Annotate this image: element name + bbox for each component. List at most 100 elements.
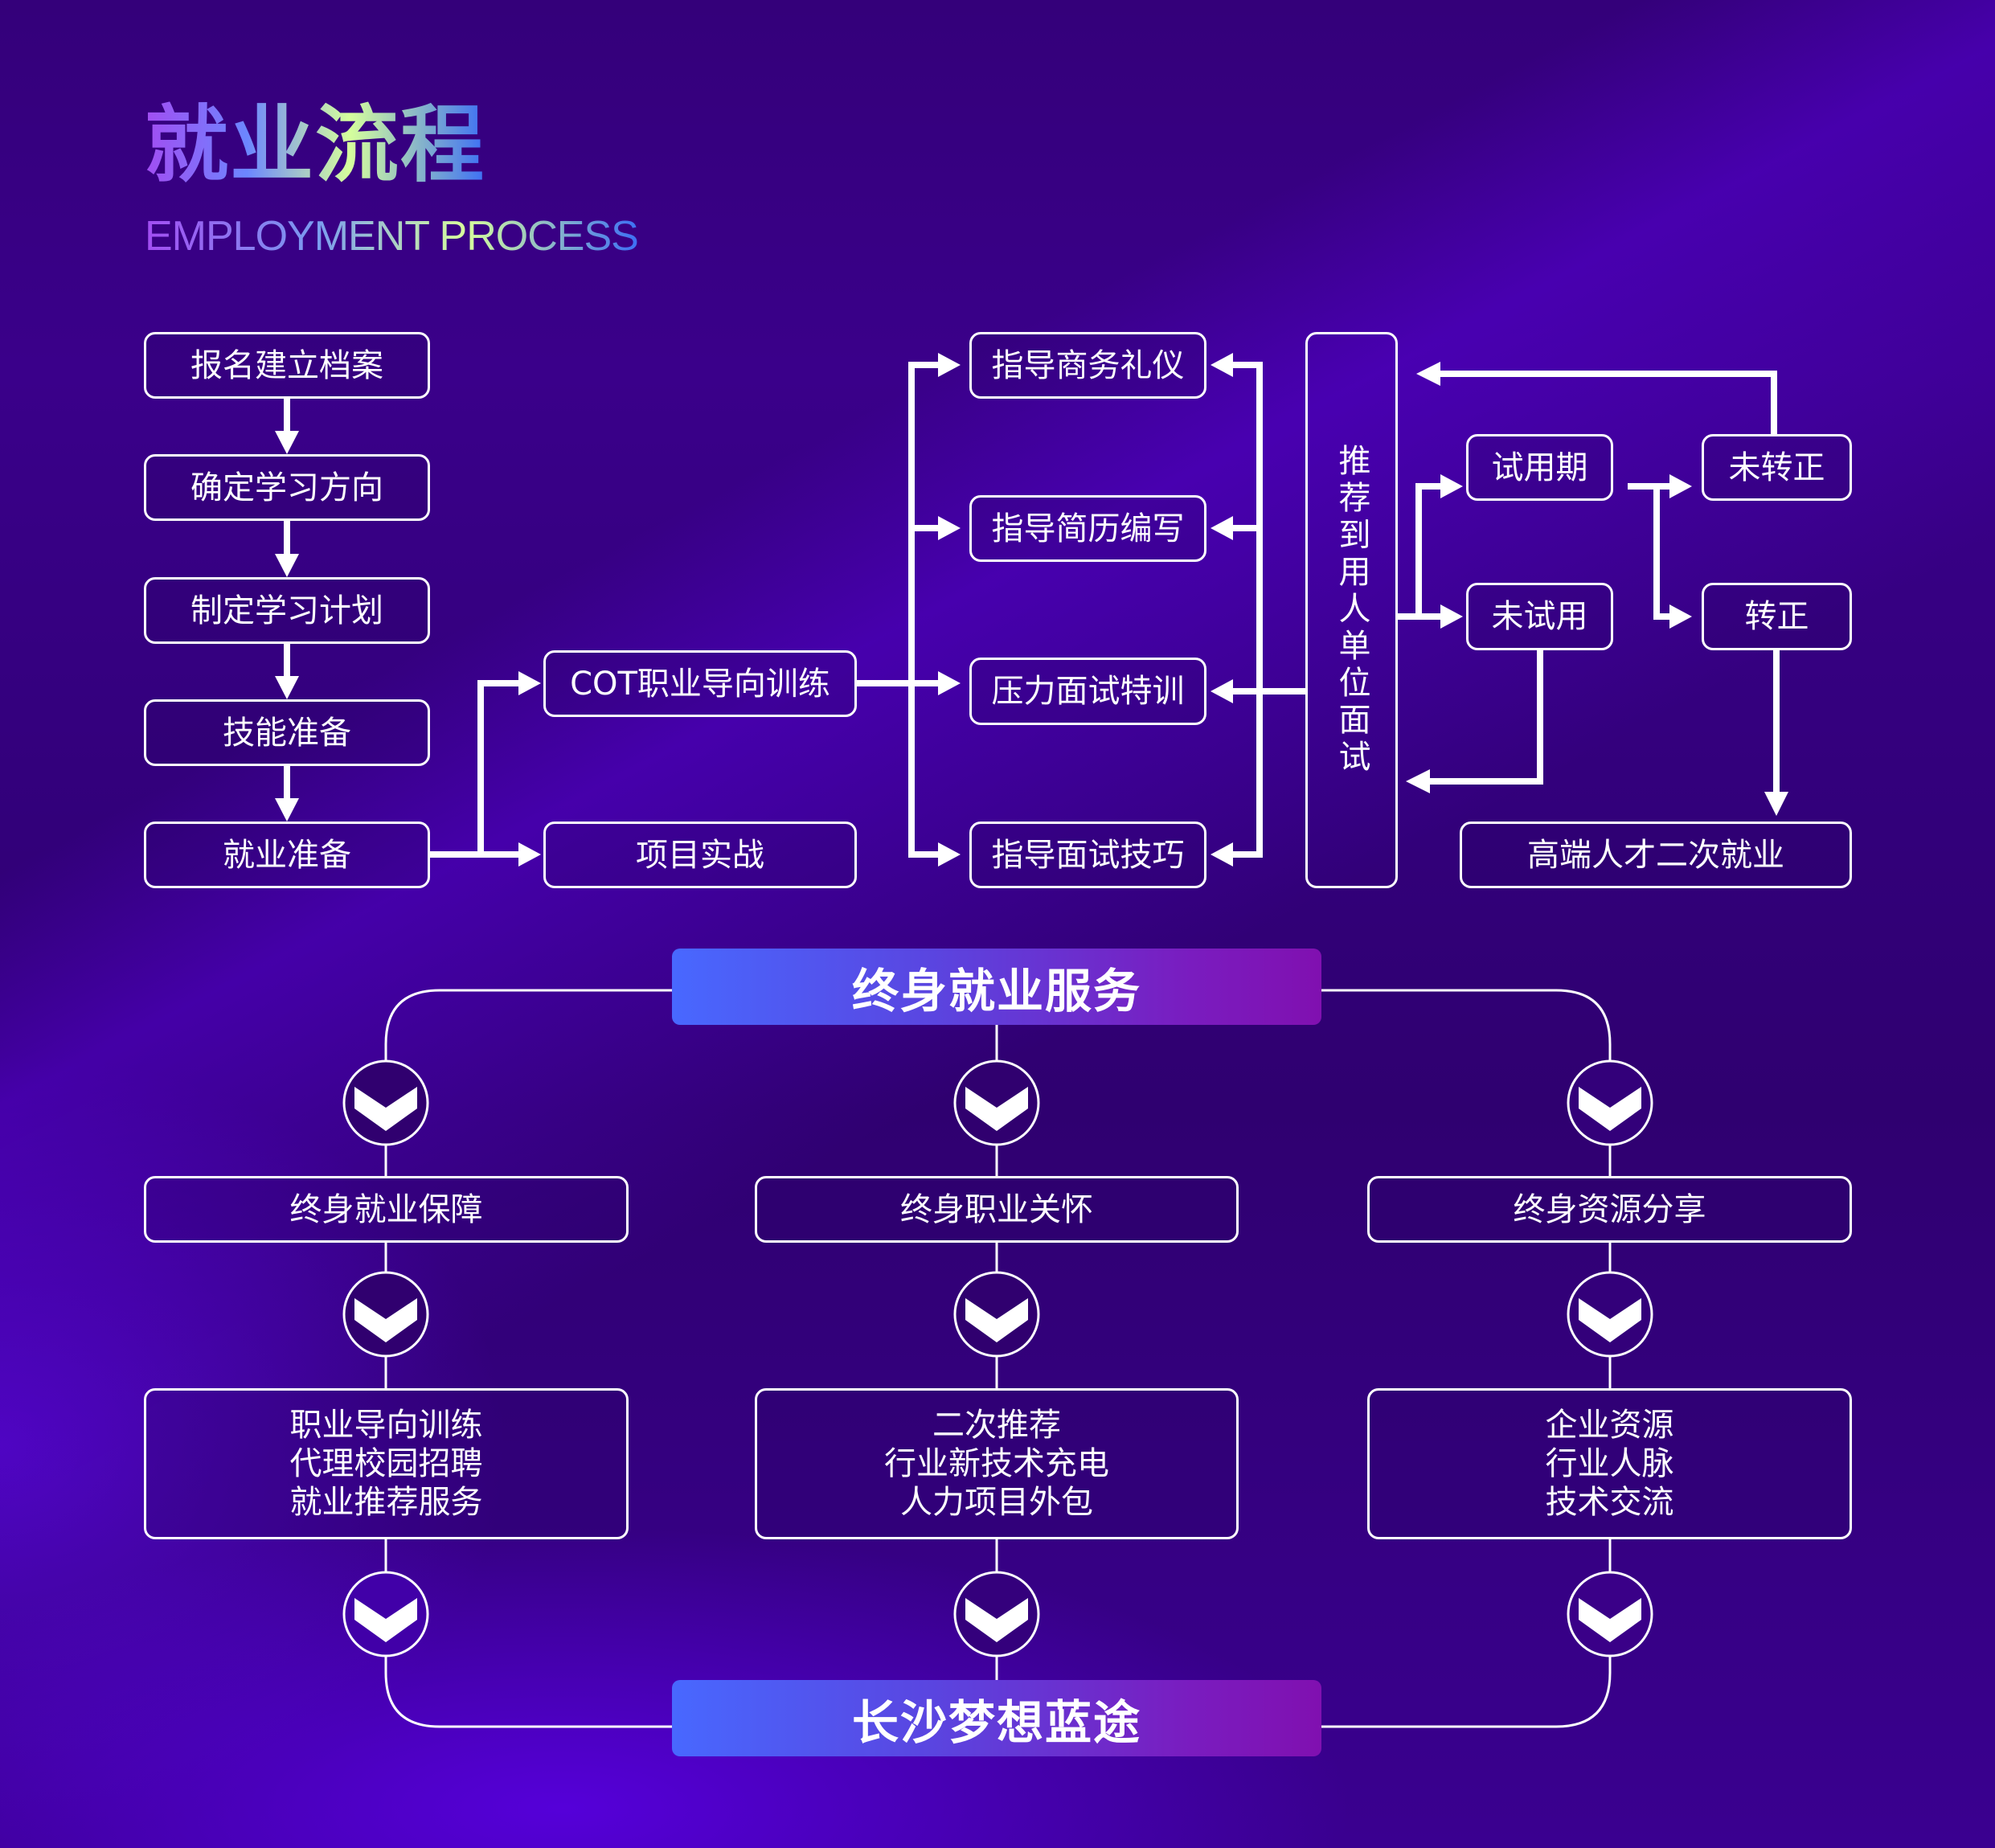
coaching-label: 指导简历编写 xyxy=(991,510,1185,547)
coaching-label: 指导商务礼仪 xyxy=(991,346,1185,384)
service-item: 技术交流 xyxy=(1545,1484,1674,1521)
chevron-down-icon xyxy=(342,1059,429,1146)
step-box-plan: 制定学习计划 xyxy=(144,577,430,644)
arrowhead-down xyxy=(275,554,299,577)
arrowhead-left xyxy=(1211,353,1233,377)
arrowhead-right xyxy=(1440,604,1463,629)
loop-bottom-left xyxy=(384,1656,672,1728)
service-item: 人力项目外包 xyxy=(900,1484,1093,1521)
chevron-down-icon xyxy=(342,1271,429,1358)
reemployment-label: 高端人才二次就业 xyxy=(1527,836,1784,874)
step-label: 报名建立档案 xyxy=(190,346,383,384)
chevron-down-icon xyxy=(953,1271,1040,1358)
service-item: 代理校园招聘 xyxy=(289,1445,483,1482)
chevron-down-icon xyxy=(953,1059,1040,1146)
step-box-employment-prep: 就业准备 xyxy=(144,822,430,888)
step-box-skills: 技能准备 xyxy=(144,699,430,766)
connector-line xyxy=(1427,650,1543,785)
trial-label: 试用期 xyxy=(1491,449,1588,486)
top-banner-label: 终身就业服务 xyxy=(851,963,1141,1018)
coaching-box-etiquette: 指导商务礼仪 xyxy=(969,332,1206,399)
arrowhead-down xyxy=(1764,792,1788,816)
interview-box: 推荐到用人单位面试 xyxy=(1305,332,1398,888)
flow-arrows-group xyxy=(284,362,1780,858)
service-item: 就业推荐服务 xyxy=(289,1484,483,1521)
coaching-box-interview-skills: 指导面试技巧 xyxy=(969,822,1206,888)
arrowhead-down xyxy=(275,431,299,454)
service-item: 二次推荐 xyxy=(932,1407,1061,1444)
arrowhead-left xyxy=(1211,842,1233,867)
training-box-cot: COT职业导向训练 xyxy=(543,650,857,717)
chevron-circles-group xyxy=(342,1059,1653,1657)
step-label: 制定学习计划 xyxy=(190,592,383,629)
connector-line xyxy=(1415,483,1445,620)
service-column-title: 终身职业关怀 xyxy=(755,1176,1239,1243)
arrowhead-left xyxy=(1416,362,1440,386)
coaching-box-resume: 指导简历编写 xyxy=(969,495,1206,562)
service-column-title: 终身资源分享 xyxy=(1367,1176,1852,1243)
service-column-title: 终身就业保障 xyxy=(144,1176,629,1243)
training-box-project: 项目实战 xyxy=(543,822,857,888)
bottom-banner: 长沙梦想蓝途 xyxy=(672,1680,1321,1756)
service-item: 职业导向训练 xyxy=(289,1407,483,1444)
service-items-box: 职业导向训练 代理校园招聘 就业推荐服务 xyxy=(144,1388,629,1539)
connector-line xyxy=(1653,486,1672,620)
training-label: 项目实战 xyxy=(636,836,764,874)
trial-box: 试用期 xyxy=(1466,434,1613,501)
arrowhead-left xyxy=(1211,516,1233,540)
step-box-register: 报名建立档案 xyxy=(144,332,430,399)
chevron-down-icon xyxy=(1567,1059,1653,1146)
loop-top-right xyxy=(1321,989,1612,1061)
loop-top-left xyxy=(384,989,672,1061)
arrowhead-down xyxy=(275,798,299,822)
training-label: COT职业导向训练 xyxy=(570,665,830,703)
loop-bottom-right xyxy=(1321,1656,1612,1728)
service-title-label: 终身资源分享 xyxy=(1513,1190,1706,1228)
no-trial-box: 未试用 xyxy=(1466,583,1613,650)
reemployment-box: 高端人才二次就业 xyxy=(1460,822,1852,888)
regular-box: 转正 xyxy=(1702,583,1852,650)
connector-line xyxy=(477,680,522,858)
arrowhead-right xyxy=(1669,604,1692,629)
service-item: 行业新技术充电 xyxy=(884,1445,1109,1482)
no-trial-label: 未试用 xyxy=(1491,598,1588,635)
step-label: 确定学习方向 xyxy=(190,469,383,506)
chevron-down-icon xyxy=(342,1571,429,1657)
page-subtitle: EMPLOYMENT PROCESS xyxy=(145,213,639,260)
page-title: 就业流程 xyxy=(145,96,486,194)
not-regular-label: 未转正 xyxy=(1728,449,1825,486)
interview-label: 推荐到用人单位面试 xyxy=(1333,444,1370,776)
arrowhead-right xyxy=(1669,474,1692,498)
coaching-label: 压力面试特训 xyxy=(991,673,1185,710)
connector-line xyxy=(1227,362,1263,858)
chevron-down-icon xyxy=(953,1571,1040,1657)
service-loop-group xyxy=(384,989,1612,1728)
arrowhead-right xyxy=(518,671,541,695)
service-title-label: 终身职业关怀 xyxy=(900,1190,1093,1228)
coaching-label: 指导面试技巧 xyxy=(991,836,1185,874)
connector-line xyxy=(1437,371,1777,434)
arrowhead-left xyxy=(1211,679,1233,703)
service-item: 行业人脉 xyxy=(1545,1445,1674,1482)
bottom-banner-label: 长沙梦想蓝途 xyxy=(851,1694,1141,1750)
arrowhead-right xyxy=(938,842,961,867)
step-label: 就业准备 xyxy=(223,836,351,874)
service-item: 企业资源 xyxy=(1545,1407,1674,1444)
chevron-down-icon xyxy=(1567,1271,1653,1358)
step-label: 技能准备 xyxy=(223,714,351,752)
service-items-box: 二次推荐 行业新技术充电 人力项目外包 xyxy=(755,1388,1239,1539)
regular-label: 转正 xyxy=(1744,598,1809,635)
arrowhead-right xyxy=(938,516,961,540)
arrowhead-right xyxy=(938,671,961,695)
arrowheads-group xyxy=(275,353,1788,867)
top-banner: 终身就业服务 xyxy=(672,949,1321,1025)
arrowhead-right xyxy=(938,353,961,377)
arrowhead-left xyxy=(1406,769,1430,793)
chevron-down-icon xyxy=(1567,1571,1653,1657)
arrowhead-down xyxy=(275,676,299,699)
arrowhead-right xyxy=(518,842,541,867)
coaching-box-pressure-interview: 压力面试特训 xyxy=(969,658,1206,725)
service-title-label: 终身就业保障 xyxy=(289,1190,483,1228)
not-regular-box: 未转正 xyxy=(1702,434,1852,501)
